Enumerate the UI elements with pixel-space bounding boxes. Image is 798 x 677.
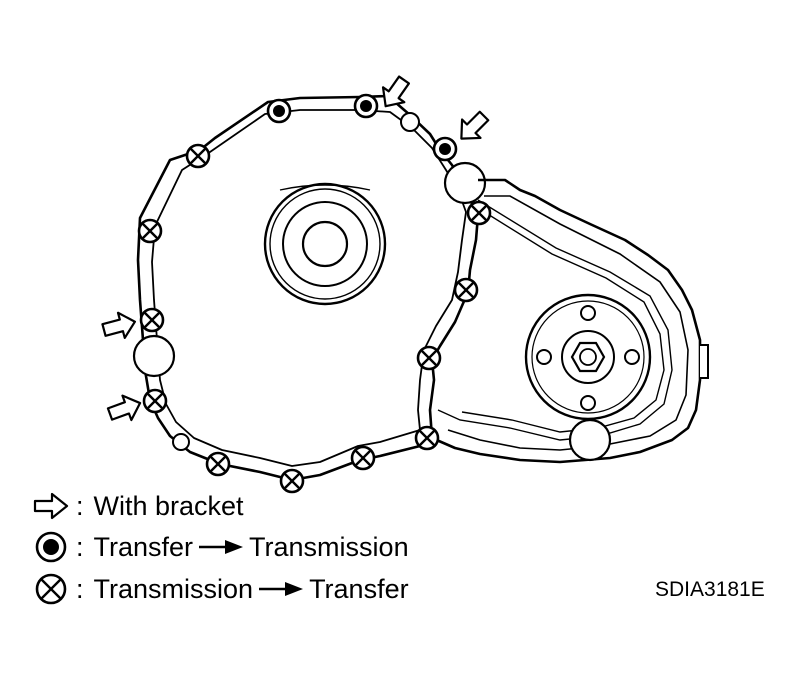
main-shaft [263,182,387,306]
reference-code: SDIA3181E [655,578,765,601]
legend-bracket: : With bracket [32,488,244,524]
legend-colon: : [76,490,84,521]
right-case-housing [431,178,709,464]
legend-solid-from: Transfer [93,531,194,562]
legend-bracket-label: With bracket [93,490,244,521]
filled-dot-circle-icon [35,531,67,563]
legend-colon: : [76,531,84,562]
direction-arrow-icon [259,582,304,596]
output-flange [524,293,652,421]
legend-solid: : Transfer Transmission [32,529,409,565]
legend-cross: : Transmission Transfer [32,571,409,607]
legend-colon: : [76,573,84,604]
legend-solid-to: Transmission [249,531,409,562]
legend-cross-to: Transfer [309,573,409,604]
crossed-circle-icon [35,573,67,605]
hollow-arrow-icon [33,492,69,520]
legend-cross-from: Transmission [93,573,254,604]
direction-arrow-icon [199,540,244,554]
